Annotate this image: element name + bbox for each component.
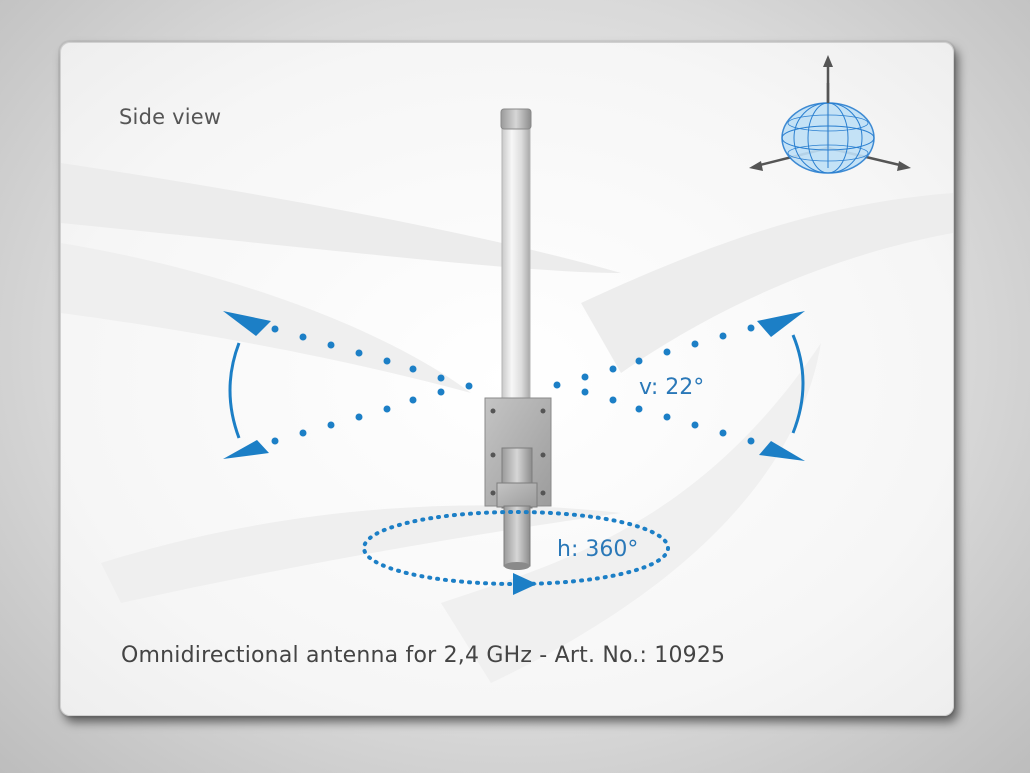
horizontal-beam — [362, 510, 670, 595]
side-view-label: Side view — [119, 105, 222, 129]
horizontal-angle-label: h: 360° — [557, 537, 639, 562]
vertical-angle-label: v: 22° — [639, 375, 705, 400]
diagram-card: Side view — [60, 42, 954, 716]
vertical-beam-right — [553, 311, 805, 461]
product-caption: Omnidirectional antenna for 2,4 GHz - Ar… — [121, 643, 726, 668]
vertical-beam-left — [223, 311, 473, 459]
antenna-scene — [223, 55, 911, 595]
background-watermark — [61, 163, 953, 683]
radiation-pattern-icon — [749, 55, 911, 174]
antenna — [484, 108, 552, 570]
